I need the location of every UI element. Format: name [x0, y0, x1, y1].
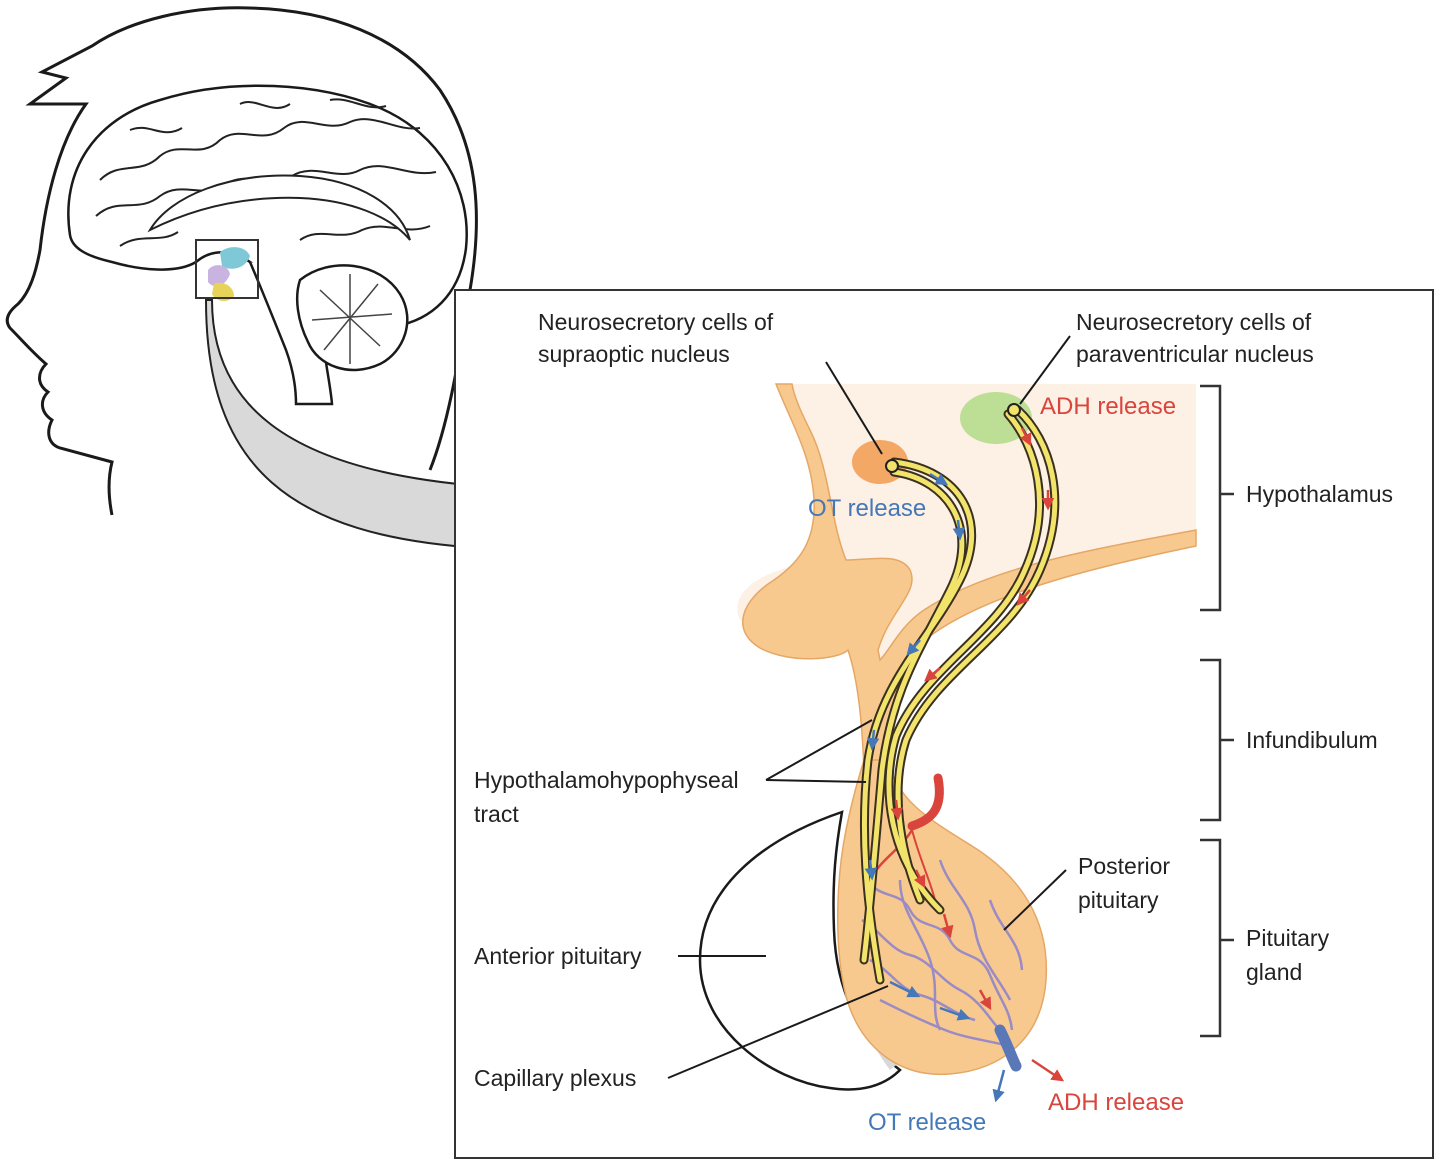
infundibulum-label: Infundibulum [1246, 727, 1378, 753]
region-brackets [1200, 384, 1234, 1038]
tract-label-line1: Hypothalamohypophyseal [474, 767, 739, 793]
posterior-pituitary-label-line1: Posterior [1078, 853, 1170, 879]
capillary-plexus-label: Capillary plexus [474, 1065, 636, 1091]
paraventricular-label-line2: paraventricular nucleus [1076, 341, 1314, 367]
hypothalamus-label: Hypothalamus [1246, 481, 1393, 507]
pituitary-gland-label-line1: Pituitary [1246, 925, 1330, 951]
ot-release-bottom-label: OT release [868, 1109, 986, 1136]
paraventricular-label-line1: Neurosecretory cells of [1076, 309, 1312, 335]
tract-label-line2: tract [474, 801, 519, 827]
ot-release-top-label: OT release [808, 495, 926, 522]
head-silhouette [5, 6, 478, 516]
supraoptic-label-line1: Neurosecretory cells of [538, 309, 774, 335]
brain-illustration [67, 84, 468, 406]
leader-lines [667, 335, 1071, 1079]
adh-release-bottom-label: ADH release [1048, 1089, 1184, 1116]
posterior-pituitary-label-line2: pituitary [1078, 887, 1159, 913]
pituitary-gland [698, 759, 1048, 1091]
hypothalamohypophyseal-axons [859, 403, 1065, 1103]
pituitary-gland-label-line2: gland [1246, 959, 1302, 985]
supraoptic-label-line2: supraoptic nucleus [538, 341, 730, 367]
anterior-pituitary-label: Anterior pituitary [474, 943, 642, 969]
adh-release-top-label: ADH release [1040, 393, 1176, 420]
